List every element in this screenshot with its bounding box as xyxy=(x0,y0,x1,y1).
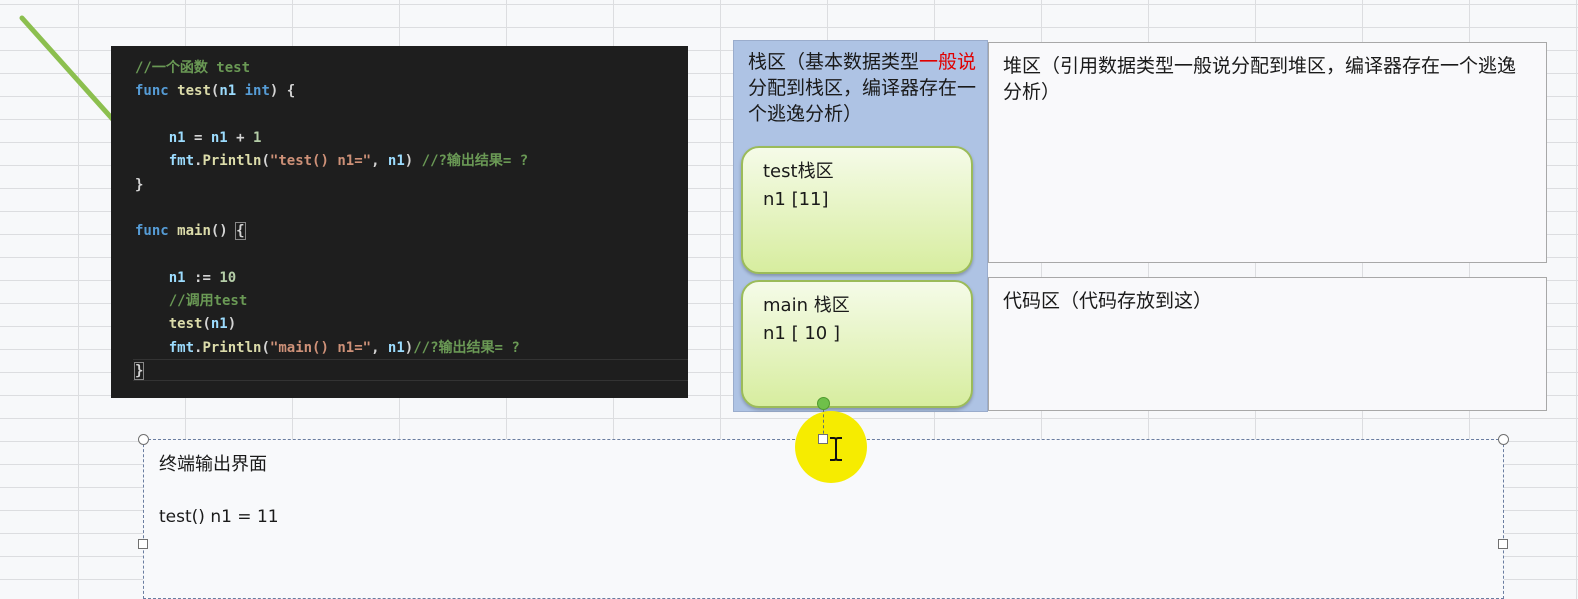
terminal-title: 终端输出界面 xyxy=(159,454,267,475)
stack-title-text: 栈区（基本数据类型 xyxy=(748,51,920,73)
code-line[interactable]: fmt.Println("main() n1=", n1)//?输出结果= ? xyxy=(135,338,520,358)
code-token: , xyxy=(371,339,388,356)
code-line[interactable]: } xyxy=(133,361,145,381)
code-line[interactable]: fmt.Println("test() n1=", n1) //?输出结果= ? xyxy=(135,151,529,171)
code-token: "test() n1=" xyxy=(269,153,372,170)
frame-name: main 栈区 xyxy=(763,295,850,316)
resize-handle-top-left[interactable] xyxy=(138,434,149,445)
resize-handle-top[interactable] xyxy=(818,434,828,444)
code-token: } xyxy=(133,361,145,380)
code-token: 1 xyxy=(253,129,262,146)
resize-handle-top-right[interactable] xyxy=(1498,434,1509,445)
code-token: ( xyxy=(261,153,270,170)
code-token: ( xyxy=(202,316,211,333)
rotate-handle[interactable] xyxy=(817,397,830,410)
frame-name: test栈区 xyxy=(763,161,834,182)
code-token: := xyxy=(194,269,220,286)
code-token: { xyxy=(235,222,246,241)
terminal-output-text: test() n1 = 11 xyxy=(159,507,279,527)
code-token: 10 xyxy=(219,269,237,286)
code-token: //?输出结果= ? xyxy=(413,339,520,356)
code-token: main xyxy=(177,223,211,240)
code-line[interactable]: //一个函数 test xyxy=(135,58,250,78)
code-token: () xyxy=(210,223,237,240)
code-token: int xyxy=(244,83,270,100)
code-token: func xyxy=(135,223,178,240)
test-stack-frame[interactable]: test栈区 n1 [11] xyxy=(741,146,973,274)
main-stack-frame[interactable]: main 栈区 n1 [ 10 ] xyxy=(741,280,973,408)
code-token: . xyxy=(194,339,203,356)
code-token: n1 xyxy=(387,339,405,356)
stack-region-title: 栈区（基本数据类型一般说分配到栈区，编译器存在一个逃逸分析） xyxy=(748,49,980,127)
code-line[interactable]: } xyxy=(135,175,143,195)
code-token: ( xyxy=(210,83,220,100)
code-token: //一个函数 test xyxy=(135,60,251,76)
heap-region-title: 堆区（引用数据类型一般说分配到堆区，编译器存在一个逃逸分析） xyxy=(1003,55,1517,103)
stack-region[interactable]: 栈区（基本数据类型一般说分配到栈区，编译器存在一个逃逸分析） test栈区 n1… xyxy=(733,40,988,412)
code-token: ) xyxy=(227,316,237,333)
text-cursor-icon xyxy=(830,437,842,461)
rotate-handle-stem xyxy=(823,409,824,439)
code-region-title: 代码区（代码存放到这） xyxy=(1003,290,1213,312)
code-token: , xyxy=(371,153,388,170)
code-token: ) { xyxy=(269,83,296,100)
heap-region[interactable]: 堆区（引用数据类型一般说分配到堆区，编译器存在一个逃逸分析） xyxy=(988,42,1547,263)
code-token: //调用test xyxy=(135,293,248,309)
cursor-highlight xyxy=(795,411,867,483)
stack-title-text-rest: 分配到栈区，编译器存在一个逃逸分析） xyxy=(748,77,977,125)
code-token: n1 xyxy=(135,129,195,146)
code-region[interactable]: 代码区（代码存放到这） xyxy=(988,277,1547,411)
code-token: . xyxy=(194,153,203,170)
code-token: Println xyxy=(202,153,262,170)
code-line[interactable]: func test(n1 int) { xyxy=(135,81,295,101)
code-token: fmt xyxy=(135,153,195,170)
code-token: n1 xyxy=(135,269,195,286)
code-token: ( xyxy=(261,339,270,356)
resize-handle-right[interactable] xyxy=(1498,539,1508,549)
code-token: + xyxy=(236,129,254,146)
frame-variable: n1 [ 10 ] xyxy=(763,323,840,344)
code-token: test xyxy=(135,316,203,333)
code-token: n1 xyxy=(387,153,405,170)
code-token: fmt xyxy=(135,339,195,356)
code-line[interactable]: n1 = n1 + 1 xyxy=(135,128,262,148)
code-token: test xyxy=(177,83,211,100)
code-token: n1 xyxy=(219,83,245,100)
code-line[interactable]: n1 := 10 xyxy=(135,268,236,288)
code-line[interactable]: //调用test xyxy=(135,291,248,311)
code-token: func xyxy=(135,83,178,100)
code-token: ) xyxy=(404,153,422,170)
code-token: } xyxy=(135,176,144,193)
current-line-highlight xyxy=(133,359,688,381)
code-token: n1 xyxy=(210,129,237,146)
code-token: Println xyxy=(202,339,262,356)
resize-handle-left[interactable] xyxy=(138,539,148,549)
code-token: n1 xyxy=(210,316,228,333)
code-line[interactable]: func main() { xyxy=(135,221,246,241)
code-token: "main() n1=" xyxy=(269,339,372,356)
code-token: = xyxy=(194,129,211,146)
code-token: //?输出结果= ? xyxy=(421,153,529,170)
code-token: ) xyxy=(404,339,414,356)
code-line[interactable]: test(n1) xyxy=(135,314,236,334)
stack-title-highlight: 一般说 xyxy=(919,51,977,73)
frame-variable: n1 [11] xyxy=(763,189,829,210)
